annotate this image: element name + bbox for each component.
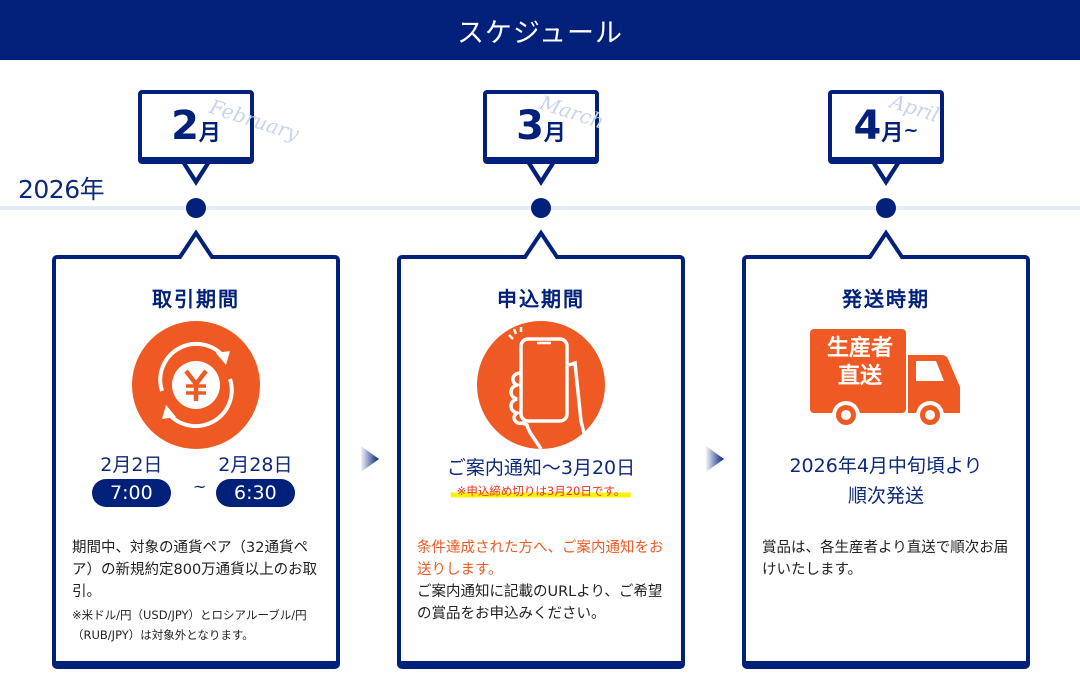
month-number: 3 — [516, 102, 544, 149]
arrow-right-icon — [361, 446, 379, 472]
period-start: 2月2日 7:00 — [92, 453, 171, 507]
card-shipping-period: 発送時期 生産者 直送 2026年4月中旬頃より 順次発送 賞品は、各生産者より… — [742, 229, 1030, 669]
month-marker-february: 2 月 February — [138, 90, 302, 186]
year-label: 2026年 — [18, 175, 105, 204]
end-date: 2月28日 — [218, 454, 293, 476]
card-body: 期間中、対象の通貨ペア（32通貨ペア）の新規約定800万通貨以上のお取引。 ※米… — [72, 537, 322, 645]
card-application-period: 申込期間 ご案内通知〜3月20日 ※申込締め切りは3月20日です。 条件達成され… — [397, 229, 685, 669]
card-notch — [868, 229, 904, 259]
truck-label: 生産者 直送 — [826, 336, 893, 389]
period-end: 2月28日 6:30 — [216, 453, 295, 507]
card-title: 申込期間 — [497, 287, 585, 311]
trading-period-range: 2月2日 7:00 ~ 2月28日 6:30 — [56, 453, 336, 513]
month-tilde: ~ — [903, 120, 919, 141]
month-unit: 月 — [198, 120, 221, 146]
page-title: スケジュール — [456, 17, 624, 49]
card-body-highlight: 条件達成された方へ、ご案内通知をお送りします。 — [417, 540, 664, 578]
page-header: スケジュール — [0, 0, 1080, 60]
start-time-badge: 7:00 — [92, 479, 171, 507]
timeline-dot — [876, 198, 896, 218]
end-time-badge: 6:30 — [216, 479, 295, 507]
month-box: 2 月 — [138, 90, 254, 164]
card-body: 賞品は、各生産者より直送で順次お届けいたします。 — [762, 537, 1012, 581]
card-note: ※米ドル/円（USD/JPY）とロシアルーブル/円（RUB/JPY）は対象外とな… — [72, 608, 307, 642]
card-body-text: ご案内通知に記載のURLより、ご希望の賞品をお申込みください。 — [417, 584, 663, 622]
month-marker-march: 3 月 March — [483, 90, 607, 186]
month-box: 3 月 — [483, 90, 599, 164]
month-box: 4 月 ~ — [828, 90, 944, 164]
month-number: 4 — [853, 102, 882, 149]
shipping-schedule: 2026年4月中旬頃より 順次発送 — [789, 455, 983, 507]
timeline-dot — [186, 198, 206, 218]
month-marker-april: 4 月 ~ April — [828, 89, 944, 186]
month-number: 2 — [171, 102, 199, 149]
card-trading-period: 取引期間 2月2日 7:00 ~ 2月28日 6:30 期間中、対象の通貨ペア（… — [52, 229, 340, 669]
card-body-text: 期間中、対象の通貨ペア（32通貨ペア）の新規約定800万通貨以上のお取引。 — [72, 540, 318, 600]
period-separator: ~ — [193, 477, 207, 496]
yen-exchange-icon — [132, 321, 260, 453]
deadline-note: ※申込締め切りは3月20日です。 — [450, 483, 632, 499]
month-unit: 月 — [543, 120, 566, 146]
card-title: 発送時期 — [842, 287, 930, 311]
card-notch — [178, 229, 214, 259]
smartphone-hand-icon — [477, 321, 605, 453]
card-body-text: 賞品は、各生産者より直送で順次お届けいたします。 — [762, 540, 1009, 578]
notice-period: ご案内通知〜3月20日 — [446, 457, 636, 479]
timeline-dot — [531, 198, 551, 218]
card-title: 取引期間 — [152, 287, 240, 311]
card-body: 条件達成された方へ、ご案内通知をお送りします。 ご案内通知に記載のURLより、ご… — [417, 537, 667, 625]
month-unit: 月 — [881, 120, 904, 146]
start-date: 2月2日 — [100, 454, 163, 476]
delivery-truck-icon — [808, 327, 964, 435]
card-notch — [523, 229, 559, 259]
arrow-right-icon — [706, 446, 724, 472]
